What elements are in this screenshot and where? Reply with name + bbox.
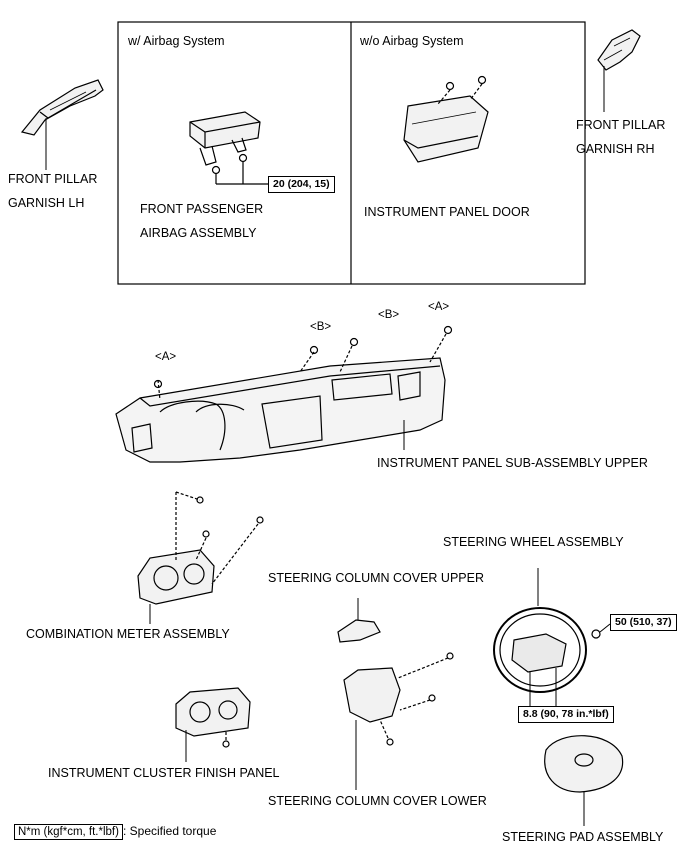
marker-a-right: <A> xyxy=(428,301,450,313)
steering-column-cover-lower xyxy=(343,652,454,790)
bolt-a-right xyxy=(443,325,453,335)
bolt-b-left xyxy=(309,345,319,355)
combination-meter xyxy=(137,491,264,624)
label-instrument-panel-upper: INSTRUMENT PANEL SUB-ASSEMBLY UPPER xyxy=(377,456,648,470)
steering-column-cover-upper xyxy=(337,598,381,643)
marker-b-left: <B> xyxy=(310,321,332,333)
inset-title-with-airbag: w/ Airbag System xyxy=(128,34,225,48)
bolt-a-left xyxy=(153,379,163,389)
marker-a-left: <A> xyxy=(155,351,177,363)
marker-b-right: <B> xyxy=(378,309,400,321)
label-column-cover-upper: STEERING COLUMN COVER UPPER xyxy=(268,571,485,585)
front-pillar-garnish-lh xyxy=(20,79,104,170)
label-front-pillar-rh-line1: FRONT PILLAR xyxy=(576,118,666,132)
label-combination-meter: COMBINATION METER ASSEMBLY xyxy=(26,627,230,641)
legend-text: : Specified torque xyxy=(122,824,217,838)
torque-wheel-nut: 50 (510, 37) xyxy=(610,614,677,631)
label-instrument-panel-door: INSTRUMENT PANEL DOOR xyxy=(364,205,530,219)
label-front-pillar-rh-line2: GARNISH RH xyxy=(576,142,655,156)
inset-title-without-airbag: w/o Airbag System xyxy=(360,34,464,48)
label-steering-pad: STEERING PAD ASSEMBLY xyxy=(502,830,664,844)
label-front-pillar-lh-line1: FRONT PILLAR xyxy=(8,172,98,186)
front-pillar-garnish-rh xyxy=(597,29,641,112)
steering-wheel xyxy=(493,568,611,706)
label-front-pillar-lh-line2: GARNISH LH xyxy=(8,196,85,210)
torque-airbag: 20 (204, 15) xyxy=(268,176,335,193)
torque-wheel-small: 8.8 (90, 78 in.*lbf) xyxy=(518,706,614,723)
label-steering-wheel: STEERING WHEEL ASSEMBLY xyxy=(443,535,624,549)
torque-legend: N*m (kgf*cm, ft.*lbf): Specified torque xyxy=(14,824,217,840)
steering-pad xyxy=(544,735,624,826)
instrument-panel-door xyxy=(403,75,489,163)
label-airbag-line2: AIRBAG ASSEMBLY xyxy=(140,226,257,240)
bolt-b-right xyxy=(349,337,359,347)
instrument-cluster-finish-panel xyxy=(175,687,251,762)
label-column-cover-lower: STEERING COLUMN COVER LOWER xyxy=(268,794,487,808)
instrument-panel-upper xyxy=(115,333,447,463)
label-cluster-finish-panel: INSTRUMENT CLUSTER FINISH PANEL xyxy=(48,766,280,780)
legend-units: N*m (kgf*cm, ft.*lbf) xyxy=(14,824,123,840)
label-airbag-line1: FRONT PASSENGER xyxy=(140,202,264,216)
front-passenger-airbag xyxy=(189,111,268,185)
